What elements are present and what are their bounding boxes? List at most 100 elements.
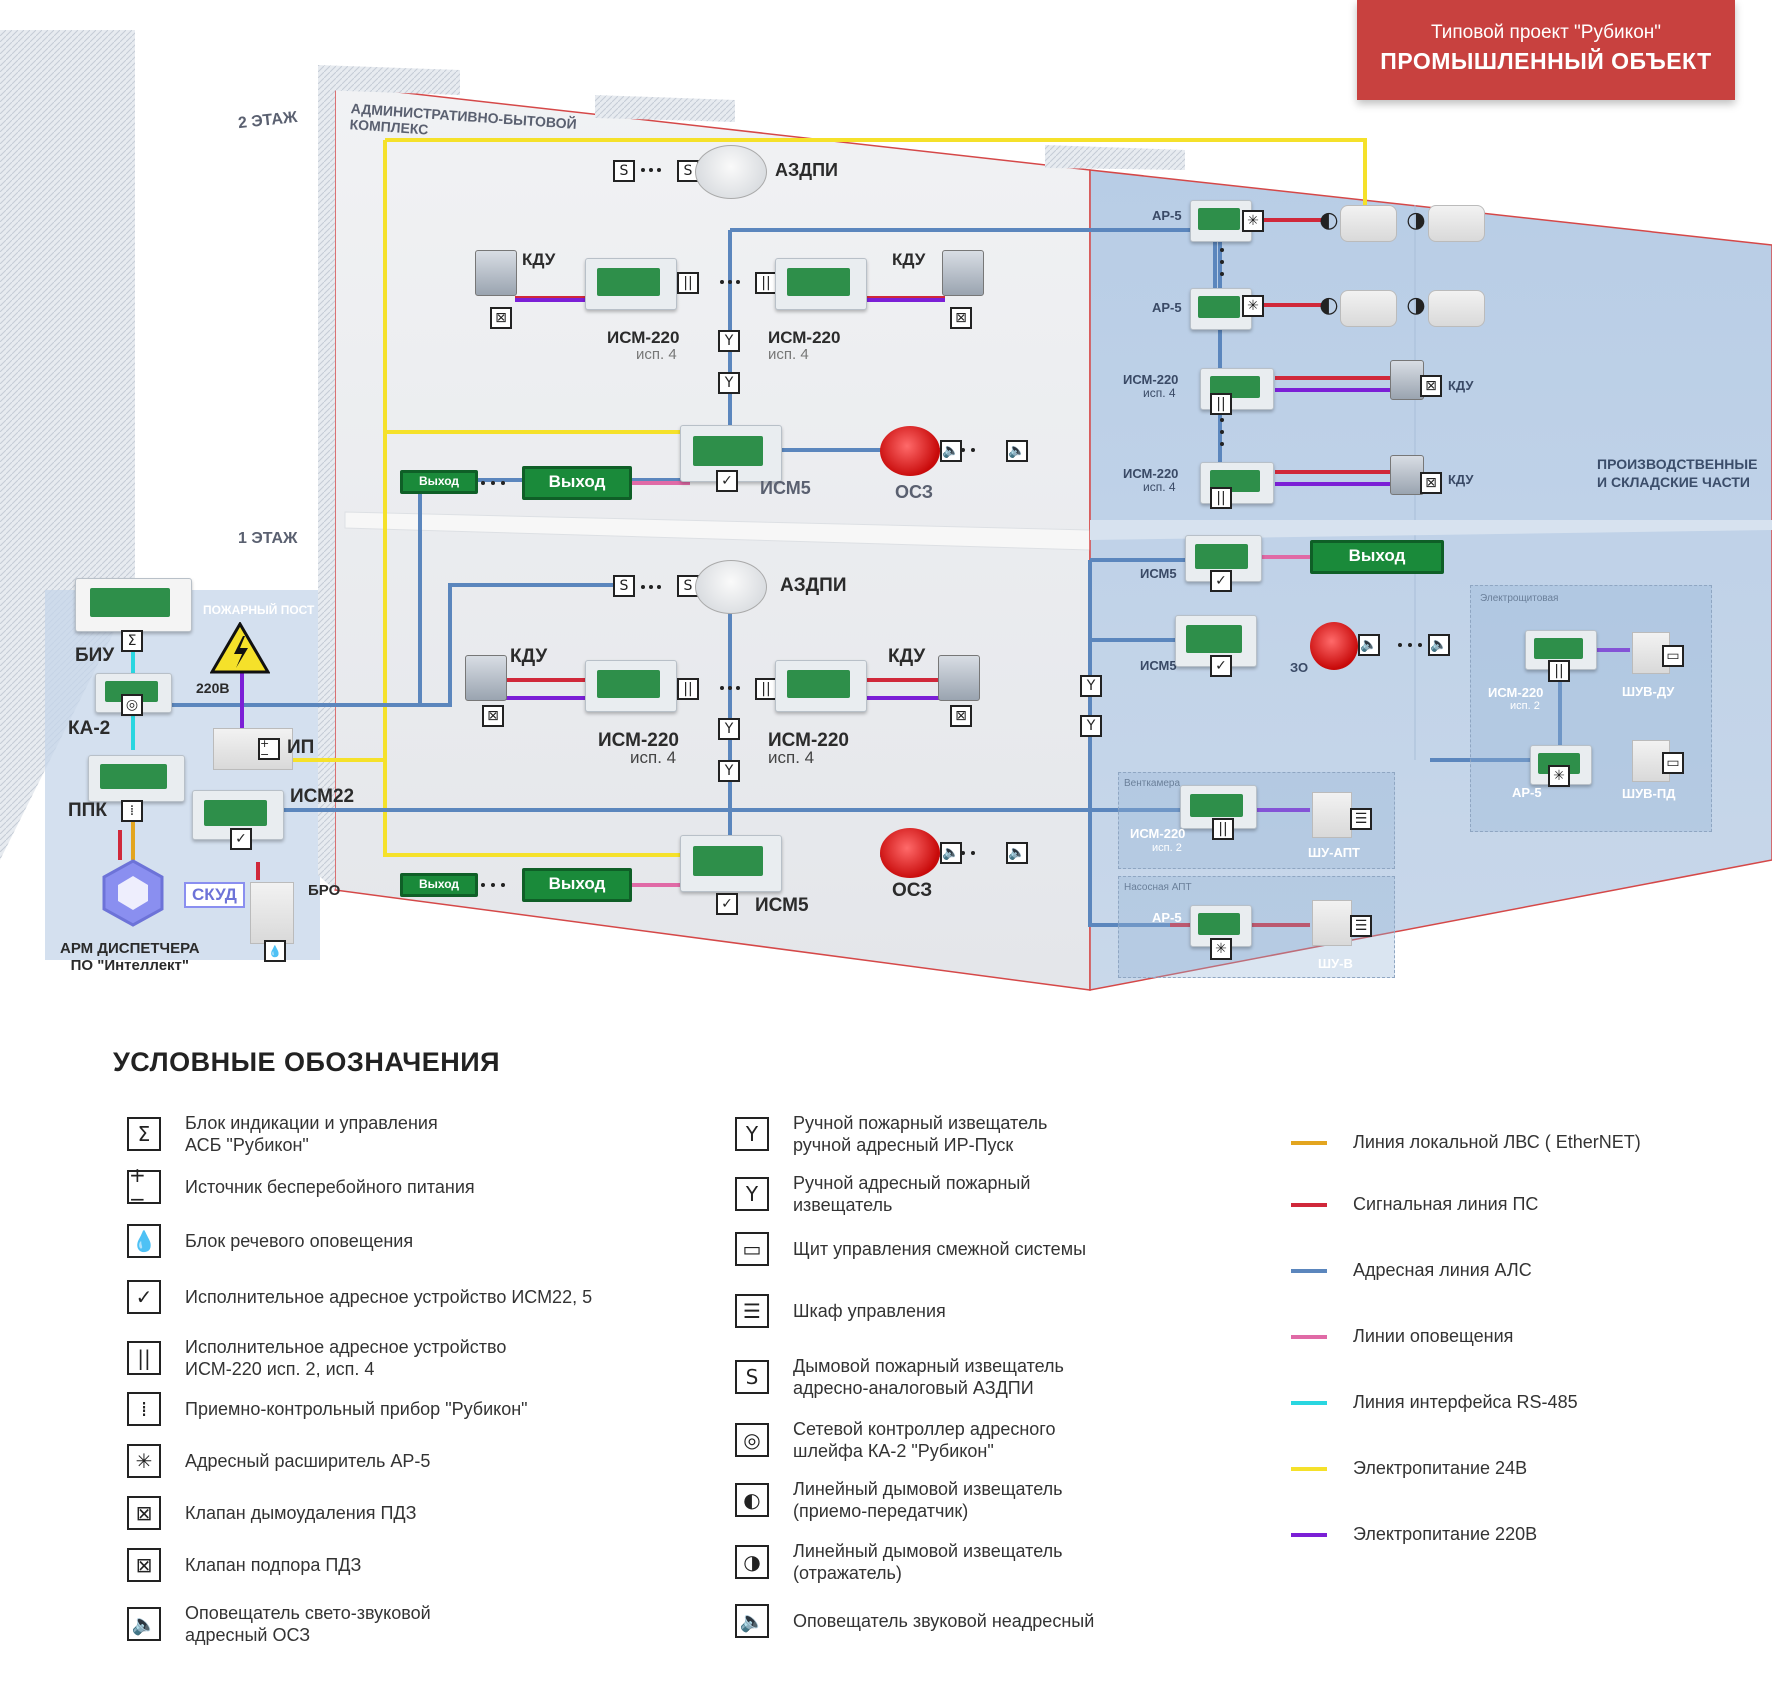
ism5-board — [1185, 535, 1262, 582]
check-icon: ✓ — [716, 470, 738, 492]
ism220-label: ИСМ-220 — [768, 730, 849, 751]
kdu-device — [942, 250, 984, 296]
banner-subtitle: Типовой проект "Рубикон" — [1430, 22, 1662, 43]
manual-call-d-icon: Y — [718, 330, 740, 352]
legend-line-text: Линии оповещения — [1353, 1326, 1514, 1346]
exit-sign: Выход — [522, 868, 632, 902]
beam-reflector-icon: ◑ — [1406, 293, 1426, 318]
exit-label: Выход — [548, 874, 606, 893]
legend-item: ▭Щит управления смежной системы — [735, 1232, 1086, 1266]
check-icon: ✓ — [1210, 570, 1232, 592]
ism220-label: ИСМ-220 — [1488, 685, 1544, 700]
double-bar-icon: || — [1212, 818, 1234, 840]
legend-item-text: Оповещатель звуковой неадресный — [793, 1611, 1095, 1631]
arm-label: АРМ ДИСПЕТЧЕРА ПО "Интеллект" — [60, 940, 200, 974]
ar5-label: АР-5 — [1512, 785, 1542, 800]
manual-call-icon: Y — [718, 372, 740, 394]
star-icon: ✳ — [1210, 938, 1232, 960]
zo-label: ЗО — [1290, 660, 1309, 675]
cabinet-icon: ☰ — [1350, 915, 1372, 937]
osz-siren — [880, 426, 940, 476]
controller-icon: ◎ — [735, 1423, 769, 1457]
legend-item: ◎Сетевой контроллер адресного шлейфа КА-… — [735, 1418, 1056, 1462]
legend-line-item: Электропитание 220В — [1291, 1524, 1537, 1545]
legend-line-item: Сигнальная линия ПС — [1291, 1194, 1538, 1215]
beam-reflector-icon: ◑ — [1406, 208, 1426, 233]
sounder-icon: 🔈 — [1428, 634, 1450, 656]
legend-item-text: Клапан дымоудаления ПДЗ — [185, 1503, 417, 1523]
pressure-valve-icon: ⊠ — [950, 705, 972, 727]
exit-label: Выход — [548, 472, 606, 491]
production-zone-label: ПРОИЗВОДСТВЕННЫЕ И СКЛАДСКИЕ ЧАСТИ — [1597, 456, 1758, 490]
line-swatch — [1291, 1334, 1327, 1339]
sigma-icon: Σ — [121, 630, 143, 652]
bro-label: БРО — [308, 882, 341, 899]
azdpi-label: АЗДПИ — [775, 160, 838, 180]
legend-item: ◐Линейный дымовой извещатель (приемо-пер… — [735, 1478, 1063, 1522]
azdpi-label: АЗДПИ — [780, 575, 847, 596]
ar5-label: АР-5 — [1152, 208, 1182, 223]
ism220-board — [775, 258, 867, 310]
star-icon: ✳ — [127, 1444, 161, 1478]
check-icon: ✓ — [230, 828, 252, 850]
check-icon: ✓ — [127, 1280, 161, 1314]
legend-item-text: Ручной пожарный извещатель ручной адресн… — [793, 1113, 1048, 1155]
line-swatch — [1291, 1140, 1327, 1145]
panel-icon: ⁞ — [121, 800, 143, 822]
ip-unit — [213, 728, 293, 770]
legend-line-text: Электропитание 24В — [1353, 1458, 1528, 1478]
legend-line-text: Линия интерфейса RS-485 — [1353, 1392, 1578, 1412]
kdu-device — [1390, 360, 1424, 400]
sounder-icon: 🔈 — [735, 1604, 769, 1638]
sounder-icon: 🔈 — [1006, 842, 1028, 864]
manual-call-icon: Y — [718, 760, 740, 782]
floor1-label: 1 ЭТАЖ — [238, 530, 298, 547]
skud-label: СКУД — [192, 885, 237, 904]
legend-item-text: Исполнительное адресное устройство ИСМ-2… — [185, 1337, 507, 1379]
controller-icon: ◎ — [121, 694, 143, 716]
check-icon: ✓ — [1210, 655, 1232, 677]
ism5-label: ИСМ5 — [1140, 658, 1177, 673]
sounder-icon: 🔈 — [1006, 440, 1028, 462]
manual-call-icon: Y — [735, 1177, 769, 1211]
drop-icon: 💧 — [127, 1224, 161, 1258]
smoke-valve-icon: ⊠ — [482, 705, 504, 727]
legend-item: ⊠Клапан дымоудаления ПДЗ — [127, 1496, 417, 1530]
isp2-label: исп. 2 — [1152, 842, 1182, 854]
pressure-valve-icon: ⊠ — [1420, 472, 1442, 494]
ism5-label: ИСМ5 — [760, 478, 811, 498]
bro-unit — [250, 882, 294, 944]
legend-item-text: Шкаф управления — [793, 1301, 946, 1321]
isp4-label: исп. 4 — [768, 748, 815, 767]
manual-call-d-icon: Y — [718, 718, 740, 740]
legend-item-text: Линейный дымовой извещатель (отражатель) — [793, 1541, 1063, 1583]
smoke-detector-icon: S — [613, 575, 635, 597]
zo-siren — [1310, 622, 1358, 670]
line-swatch — [1291, 1532, 1327, 1537]
legend-item-text: Блок индикации и управления АСБ "Рубикон… — [185, 1113, 438, 1155]
ism22-label: ИСМ22 — [290, 786, 355, 807]
high-voltage-icon — [210, 622, 270, 674]
shield-panel-icon: ▭ — [1662, 752, 1684, 774]
ism220-label: ИСМ-220 — [607, 328, 680, 347]
ism5-label: ИСМ5 — [1140, 566, 1177, 581]
double-bar-icon: || — [1210, 487, 1232, 509]
line-swatch — [1291, 1202, 1327, 1207]
star-icon: ✳ — [1242, 295, 1264, 317]
legend-item-text: Приемно-контрольный прибор "Рубикон" — [185, 1399, 528, 1419]
ar5-label: АР-5 — [1152, 300, 1182, 315]
kdu-label: КДУ — [1448, 472, 1474, 487]
pumproom-title: Насосная АПТ — [1124, 882, 1192, 893]
double-bar-icon: || — [1210, 393, 1232, 415]
legend-line-item: Адресная линия АЛС — [1291, 1260, 1532, 1281]
legend-line-item: Линии оповещения — [1291, 1326, 1513, 1347]
ip-label: ИП — [287, 737, 315, 758]
speaker-icon: 🔈 — [1358, 634, 1380, 656]
building-diagram — [0, 30, 1772, 991]
kdu-device — [938, 655, 980, 701]
exit-sign: Выход — [1310, 540, 1444, 574]
isp4-label: исп. 4 — [1143, 386, 1176, 400]
legend-item: 💧Блок речевого оповещения — [127, 1224, 413, 1258]
